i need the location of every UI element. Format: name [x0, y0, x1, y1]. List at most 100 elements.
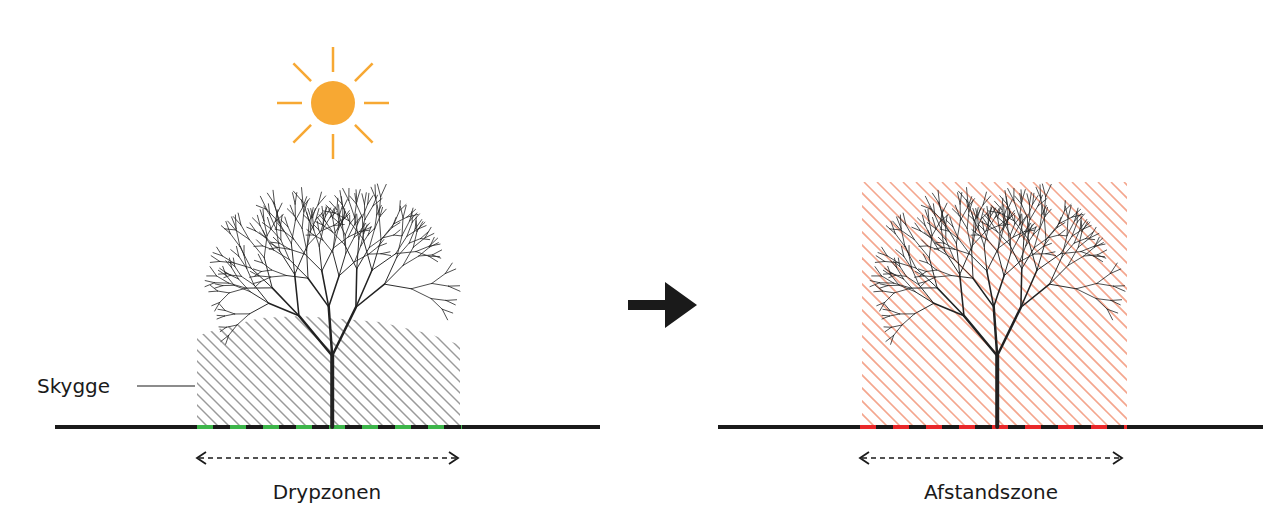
tree-branch — [318, 196, 326, 205]
tree-branch — [205, 281, 214, 283]
hatch-line — [1163, 182, 1281, 427]
tree-branch — [384, 257, 396, 284]
tree-branch — [354, 217, 358, 239]
hatch-line — [1254, 182, 1281, 427]
tree-branch — [313, 209, 316, 218]
hatch-line — [799, 182, 1044, 427]
tree-branch — [900, 215, 902, 228]
tree-branch — [1027, 204, 1032, 217]
tree-branch — [928, 209, 930, 221]
tree-branch — [1049, 257, 1061, 284]
tree-branch — [246, 287, 272, 288]
tree-branch — [1005, 191, 1007, 205]
tree-branch — [319, 246, 322, 271]
tree-branch — [1076, 283, 1097, 288]
tree-branch — [919, 245, 928, 247]
tree-branch — [255, 272, 262, 277]
hatch-line — [955, 182, 1200, 427]
tree-branch — [430, 243, 439, 247]
tree-branch — [1007, 224, 1009, 244]
tree-branch — [928, 230, 932, 239]
hatch-line — [438, 316, 549, 427]
tree-branch — [1097, 274, 1110, 284]
tree-branch — [888, 285, 899, 286]
tree-branch — [911, 287, 937, 288]
tree-branch — [355, 193, 357, 203]
tree-branch — [1059, 217, 1072, 224]
tree-branch — [272, 288, 299, 316]
tree-branch — [381, 224, 394, 240]
tree-branch — [357, 248, 369, 269]
tree-branch — [260, 210, 264, 221]
tree-branch — [419, 255, 432, 256]
tree-branch — [413, 238, 425, 247]
tree-branch — [902, 314, 915, 325]
tree-branch — [215, 284, 223, 286]
tree-branch — [368, 196, 373, 204]
hatch-line — [630, 182, 875, 427]
hatch-line — [981, 182, 1226, 427]
tree-branch — [970, 254, 987, 271]
tree-branch — [268, 204, 269, 215]
tree-branch — [894, 283, 911, 288]
tree-branch — [875, 267, 882, 276]
tree-branch — [987, 271, 994, 307]
tree-branch — [955, 205, 959, 215]
tree-branch — [1067, 221, 1075, 236]
tree-branch — [880, 286, 888, 289]
dimension-arrowhead — [860, 452, 869, 464]
tree-branch — [950, 217, 953, 227]
transition-arrow — [628, 282, 697, 328]
tree-branch — [381, 184, 387, 196]
tree-branch — [226, 325, 237, 327]
tree-branch — [960, 246, 972, 275]
hatch-line — [864, 182, 1109, 427]
tree-branch — [1049, 284, 1076, 289]
tree-branch — [1010, 224, 1015, 235]
tree-branch — [1029, 225, 1032, 234]
tree-branch — [1059, 211, 1065, 224]
tree-branch — [397, 243, 409, 257]
tree-branch — [394, 235, 401, 237]
tree-branch — [333, 218, 335, 233]
tree-branch — [875, 285, 882, 291]
tree-branch — [972, 212, 974, 220]
hatch-line — [1176, 182, 1281, 427]
tree-branch — [217, 315, 225, 317]
tree-branch — [1113, 286, 1125, 291]
tree-branch — [220, 327, 226, 331]
tree-branch — [220, 293, 229, 303]
tree-branch — [263, 263, 272, 270]
tree-branch — [250, 276, 259, 277]
tree-branch — [935, 243, 943, 248]
tree-branch — [1090, 233, 1099, 237]
tree-branch — [919, 282, 926, 284]
hatch-line — [427, 316, 538, 427]
tree-branch — [1011, 237, 1019, 253]
tree-branch — [295, 207, 303, 220]
tree-branch — [1061, 252, 1081, 254]
tree-branch — [875, 261, 884, 263]
hatch-line — [1137, 182, 1281, 427]
tree-branch — [1014, 221, 1028, 240]
ground-line — [718, 425, 1263, 429]
tree-branch — [984, 246, 987, 271]
tree-branch — [903, 213, 906, 225]
tree-branch — [207, 275, 217, 276]
tree-branch — [1046, 224, 1059, 240]
tree-branch — [925, 225, 932, 238]
tree-branch — [960, 207, 968, 220]
dimension-arrowhead — [197, 452, 206, 464]
tree-branch — [421, 232, 429, 239]
tree-branch — [944, 243, 954, 249]
tree-branch — [926, 277, 936, 282]
hatch-line — [1215, 182, 1281, 427]
tree-branch — [270, 243, 278, 248]
hatch-line — [786, 182, 1031, 427]
tree-branch — [319, 230, 323, 240]
tree-branch — [883, 273, 892, 274]
tree-branch — [894, 288, 911, 293]
tree-branch — [901, 230, 915, 240]
tree-branch — [1064, 201, 1066, 211]
tree-branch — [212, 302, 220, 305]
